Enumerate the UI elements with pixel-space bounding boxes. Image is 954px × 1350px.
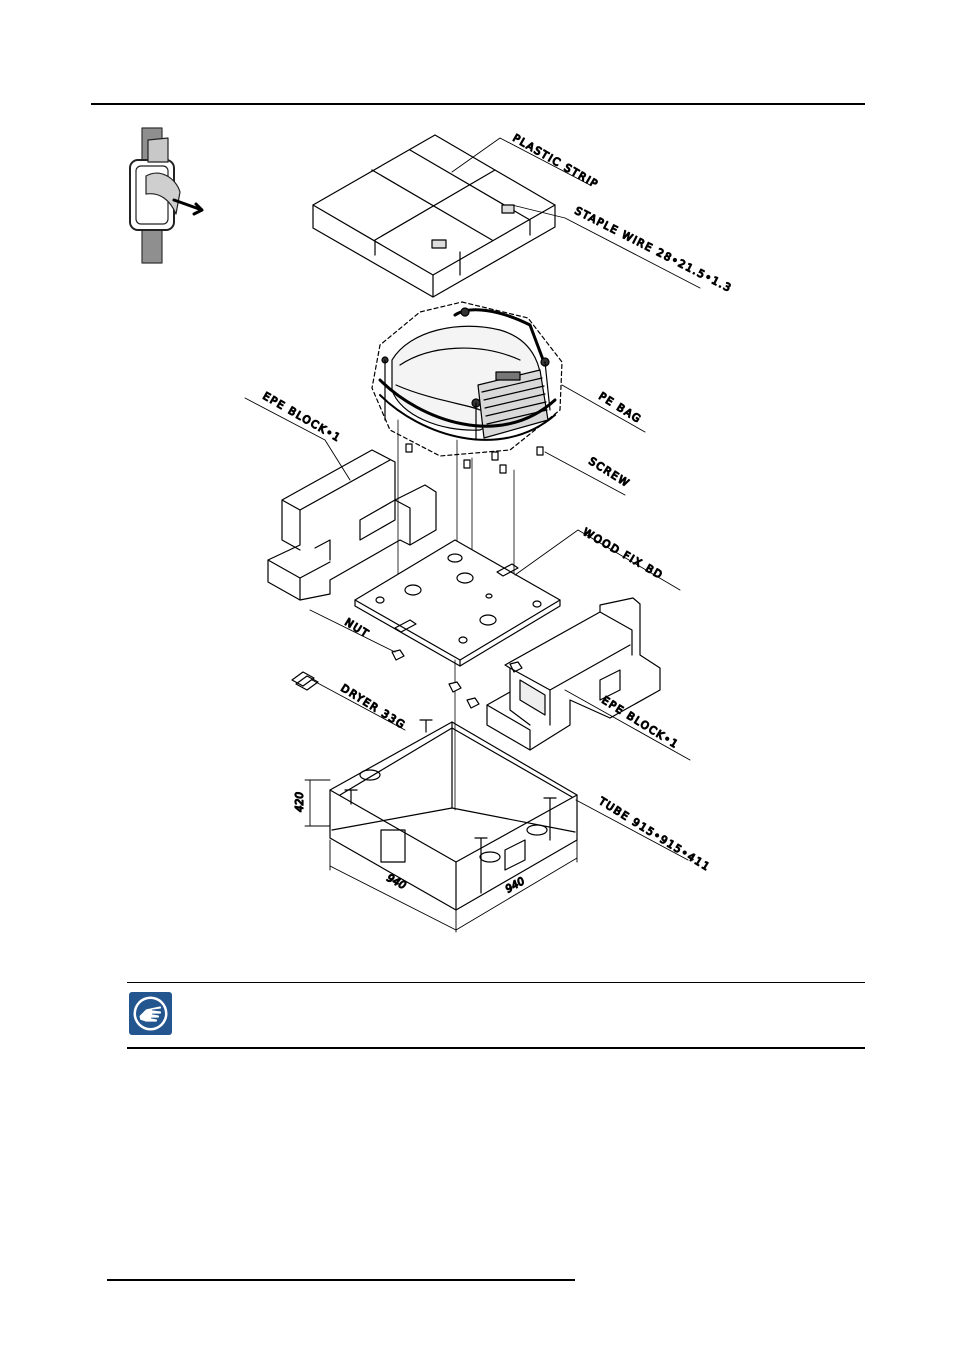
label-epe-block-top: EPE BLOCK•1 bbox=[261, 390, 344, 445]
dim-width-left: 940 bbox=[385, 872, 409, 892]
screws bbox=[406, 444, 543, 473]
dimension-lines bbox=[305, 780, 577, 932]
label-dryer: DRYER 33G bbox=[338, 682, 407, 732]
label-tube: TUBE 915•915•411 bbox=[596, 795, 713, 874]
label-wood-fix-bd: WOOD FIX BD bbox=[581, 526, 666, 582]
label-epe-block-bottom: EPE BLOCK•1 bbox=[599, 694, 680, 751]
tube-carton bbox=[330, 720, 577, 910]
pointing-hand-icon bbox=[129, 992, 172, 1035]
packing-exploded-drawing: PLASTIC STRIP STAPLE WIRE 28•21.5•1.3 PE… bbox=[0, 0, 954, 960]
dim-height: 420 bbox=[294, 792, 306, 812]
label-plastic-strip: PLASTIC STRIP bbox=[511, 132, 601, 191]
strap-buckle-illustration bbox=[130, 128, 202, 263]
label-staple-wire: STAPLE WIRE 28•21.5•1.3 bbox=[573, 205, 734, 295]
dim-width-right: 940 bbox=[504, 875, 528, 896]
note-top-rule bbox=[127, 982, 865, 983]
projector-unit bbox=[380, 308, 555, 440]
leader-lines bbox=[245, 138, 700, 860]
label-screw: SCREW bbox=[586, 455, 632, 490]
note-bottom-rule bbox=[127, 1047, 865, 1049]
footer-rule bbox=[107, 1279, 575, 1281]
box-lid bbox=[313, 135, 555, 297]
label-nut: NUT bbox=[342, 616, 371, 640]
